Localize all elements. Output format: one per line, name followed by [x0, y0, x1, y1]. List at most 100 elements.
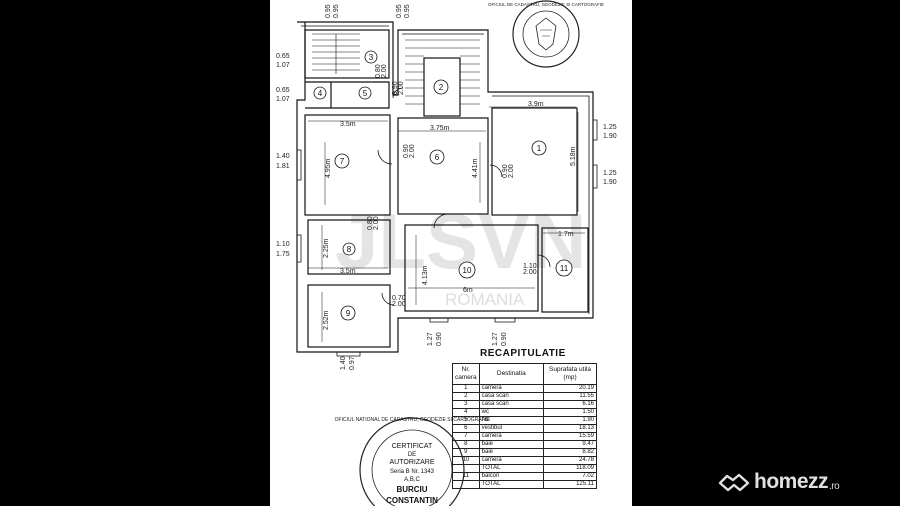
dim-label: 0.65 [276, 87, 290, 94]
room-number-8: 8 [347, 245, 352, 254]
homezz-logo: homezz .ro [718, 468, 840, 496]
floor-plan-drawing: JLSVN ROMANIA [276, 0, 617, 506]
dim-label: 2.00 [398, 81, 405, 95]
dim-label: 0.95 [333, 4, 340, 18]
brand-name: homezz [754, 470, 829, 493]
dim-label: 0.65 [276, 53, 290, 60]
stamp-line: CONSTANTIN [386, 496, 438, 505]
row-nr: 3 [452, 400, 480, 409]
row-nr [452, 480, 480, 489]
row-surface: 8.82 [543, 448, 597, 457]
row-destination: camera [478, 432, 545, 441]
dim-label: 1.27 [427, 332, 434, 346]
row-nr: 8 [452, 440, 480, 449]
dim-label: 0.90 [501, 332, 508, 346]
dim-label: 1.10 [523, 263, 537, 270]
dim-label: 0.90 [502, 164, 509, 178]
row-destination: baie [478, 448, 545, 457]
dim-label: 1.75 [276, 251, 290, 258]
dim-label: 4.41m [472, 158, 479, 178]
stamp-bottom: OFICIUL NATIONAL DE CADASTRU, GEODEZIE S… [335, 417, 490, 506]
dim-label: 2.52m [323, 310, 330, 330]
dim-label: 1.90 [603, 179, 617, 186]
row-nr [452, 464, 480, 473]
row-surface: 1.50 [543, 408, 597, 417]
row-surface: 11.55 [543, 392, 597, 401]
table-header-row: Nr. camera Destinatia Suprafata utila (m… [452, 363, 597, 385]
row-nr: 1 [452, 384, 480, 393]
row-nr: 9 [452, 448, 480, 457]
dim-label: 3.5m [340, 268, 356, 275]
row-destination: TOTAL [478, 480, 545, 489]
recap-title: RECAPITULATIE [480, 348, 566, 359]
room-number-9: 9 [346, 309, 351, 318]
room-number-4: 4 [318, 89, 323, 98]
row-surface: 18.13 [543, 424, 597, 433]
room-number-3: 3 [369, 53, 374, 62]
room-number-7: 7 [340, 157, 345, 166]
stamp-line: A,B,C [404, 477, 420, 483]
row-nr: 11 [452, 472, 480, 481]
dim-label: 1.10 [276, 241, 290, 248]
row-destination: casa scari [478, 400, 545, 409]
row-destination: balcon [478, 472, 545, 481]
dim-label: 0.90 [436, 332, 443, 346]
row-surface: 118.09 [543, 464, 597, 473]
row-destination: vestibul [478, 424, 545, 433]
dim-label: 0.95 [396, 4, 403, 18]
dim-label: 2.25m [323, 238, 330, 258]
row-nr: 4 [452, 408, 480, 417]
stamp-line: Seria B Nr. 1343 [390, 469, 435, 475]
row-destination: camera [478, 384, 545, 393]
dim-label: 4.95m [325, 158, 332, 178]
dimension-labels: 0.95 0.95 0.95 0.95 0.65 1.07 0.65 1.07 … [276, 4, 617, 370]
row-nr: 5 [452, 416, 480, 425]
dim-label: 1.40 [340, 356, 347, 370]
dim-label: 2.00 [409, 144, 416, 158]
dim-label: 1.27 [492, 332, 499, 346]
row-destination: hol [478, 416, 545, 425]
stamp-line: BURCIU [396, 485, 427, 494]
dim-label: 1.25 [603, 124, 617, 131]
floor-plan-document: JLSVN ROMANIA [270, 0, 632, 506]
row-nr: 6 [452, 424, 480, 433]
dim-label: 5.18m [570, 146, 577, 166]
room-number-11: 11 [560, 264, 569, 273]
dim-label: 1.07 [276, 62, 290, 69]
row-destination: TOTAL [478, 464, 545, 473]
dim-label: 3.9m [528, 101, 544, 108]
col-header-dest: Destinatia [478, 363, 545, 385]
dim-label: 0.97 [349, 356, 356, 370]
dim-label: 2.00 [381, 64, 388, 78]
col-header-nr: Nr. camera [452, 363, 480, 385]
handshake-icon [718, 473, 750, 492]
row-destination: wc [478, 408, 545, 417]
room-3-outline [304, 29, 390, 79]
stamp-ring-text: OFICIUL NATIONAL DE CADASTRU, GEODEZIE S… [335, 417, 490, 423]
row-surface: 9.47 [543, 440, 597, 449]
stamp-top-text: OFICIUL DE CADASTRU, GEODEZIE SI CARTOGR… [488, 2, 604, 7]
stamp-line: DE [408, 452, 416, 458]
row-destination: baie [478, 440, 545, 449]
row-destination: casa scari [478, 392, 545, 401]
row-destination: camera [478, 456, 545, 465]
row-surface: 6.16 [543, 400, 597, 409]
dim-label: 1.90 [603, 133, 617, 140]
dim-label: 2.00 [373, 216, 380, 230]
dim-label: 0.80 [375, 64, 382, 78]
row-nr: 2 [452, 392, 480, 401]
dim-label: 0.90 [403, 144, 410, 158]
stamp-top: OFICIUL DE CADASTRU, GEODEZIE SI CARTOGR… [488, 0, 604, 68]
room-number-6: 6 [435, 153, 440, 162]
brand-suffix: .ro [829, 481, 840, 492]
dim-label: 1.7m [558, 231, 574, 238]
